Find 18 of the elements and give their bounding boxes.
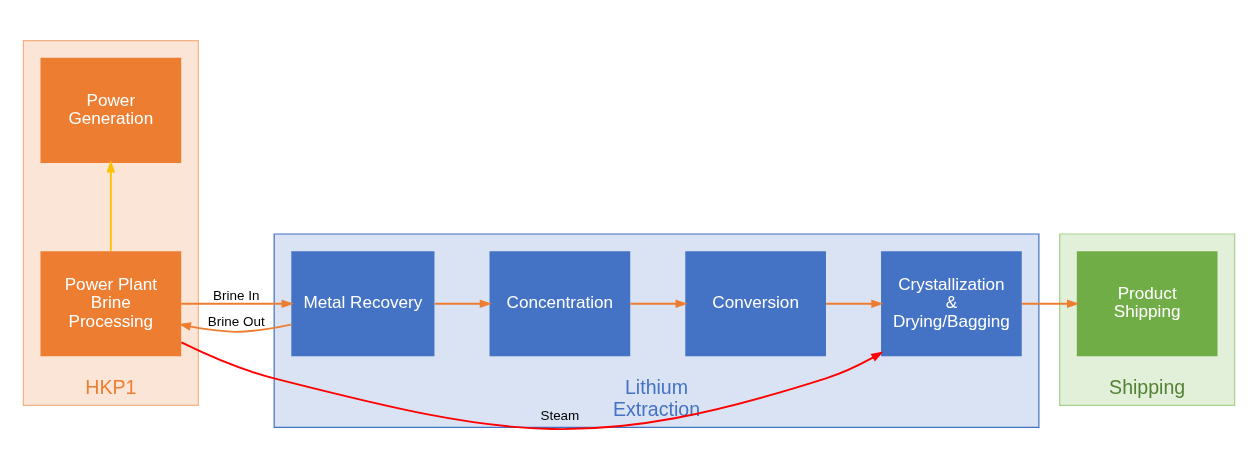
edge-label: Brine Out — [207, 313, 265, 329]
arrow — [825, 298, 884, 308]
node-box: Crystallization & Drying/Bagging — [881, 250, 1022, 356]
arrow — [106, 159, 116, 252]
arrow — [1020, 298, 1080, 308]
node-box: Power Generation — [40, 57, 182, 163]
arrow — [433, 298, 492, 308]
node-box: Concentration — [489, 250, 631, 356]
node-box: Metal Recovery — [291, 250, 435, 356]
arrow — [180, 341, 884, 430]
arrow — [180, 298, 294, 308]
edge-label: Steam — [540, 407, 580, 423]
node-box: Conversion — [685, 250, 826, 356]
node-box: Power Plant Brine Processing — [40, 250, 182, 356]
arrow — [629, 298, 688, 308]
edge-label: Brine In — [213, 287, 260, 303]
node-box: Product Shipping — [1076, 250, 1218, 356]
arrow — [178, 321, 292, 333]
